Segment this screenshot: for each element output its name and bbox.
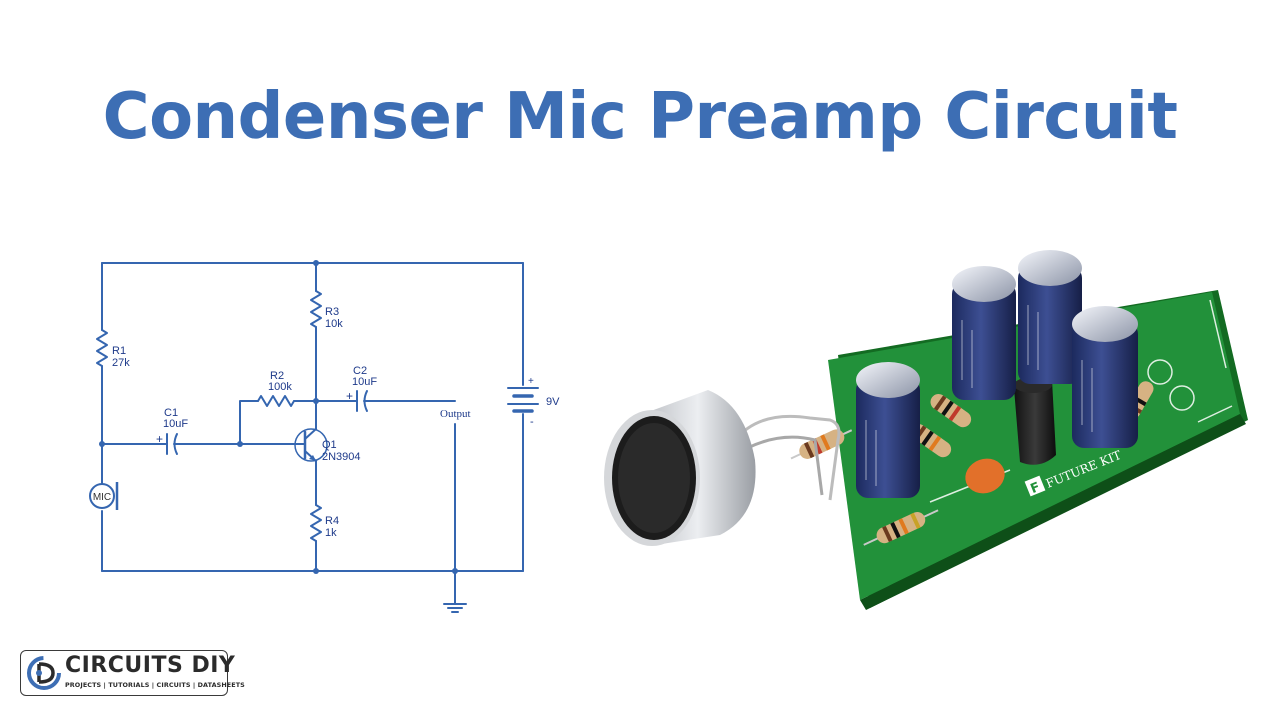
label-battery-value: 9V (546, 396, 560, 408)
logo-tagline: PROJECTS | TUTORIALS | CIRCUITS | DATASH… (65, 681, 245, 689)
pcb-mic-label: MIC (796, 499, 826, 524)
label-r1-name: R1 (112, 345, 126, 357)
label-mic: MIC (93, 492, 111, 503)
transistor-q1-body (294, 428, 328, 462)
page-title: Condenser Mic Preamp Circuit (102, 80, 1178, 154)
logo-name: CIRCUITS DIY (65, 653, 236, 678)
resistor-r3 (310, 290, 322, 328)
transistor-q1-collector (304, 428, 317, 440)
label-c1-name: C1 (164, 407, 178, 419)
label-c1-plus: + (156, 432, 163, 446)
logo-mark-icon (27, 656, 61, 690)
resistor-r1 (96, 329, 108, 367)
label-r2-value: 100k (268, 381, 292, 393)
label-c2-name: C2 (353, 365, 367, 377)
label-q1-name: Q1 (322, 439, 337, 451)
label-q1-value: 2N3904 (322, 451, 361, 463)
transistor-q1-arrow (309, 455, 316, 461)
label-r4-value: 1k (325, 527, 337, 539)
label-r2-name: R2 (270, 370, 284, 382)
label-output: Output (440, 408, 471, 420)
label-battery-minus: - (530, 416, 534, 428)
label-c1-value: 10uF (163, 418, 188, 430)
circuits-diy-logo[interactable]: CIRCUITS DIY PROJECTS | TUTORIALS | CIRC… (20, 650, 245, 696)
label-battery-plus: + (528, 376, 534, 387)
label-c2-value: 10uF (352, 376, 377, 388)
junction-dot (237, 441, 243, 447)
resistor-r2 (257, 395, 295, 407)
pcb-ceramic-capacitor (965, 458, 1005, 494)
label-r4-name: R4 (325, 515, 339, 527)
ground-symbol (443, 603, 467, 613)
microphone-symbol (89, 483, 115, 509)
pcb-resistors (790, 381, 1154, 546)
label-r1-value: 27k (112, 357, 130, 369)
junction-dot (99, 441, 105, 447)
junction-dot (313, 398, 319, 404)
pcb-logo-box (1024, 475, 1046, 497)
pcb-transistor (1014, 377, 1056, 465)
wire-r2-left (239, 400, 259, 445)
label-r3-value: 10k (325, 318, 343, 330)
junction-dot (313, 568, 319, 574)
junction-dot (313, 260, 319, 266)
label-c2-plus: + (346, 389, 353, 403)
junction-dot (452, 568, 458, 574)
label-r3-name: R3 (325, 306, 339, 318)
pcb-microphone (604, 390, 841, 546)
resistor-r4 (310, 504, 322, 542)
pcb-electrolytic-capacitors (856, 250, 1138, 498)
